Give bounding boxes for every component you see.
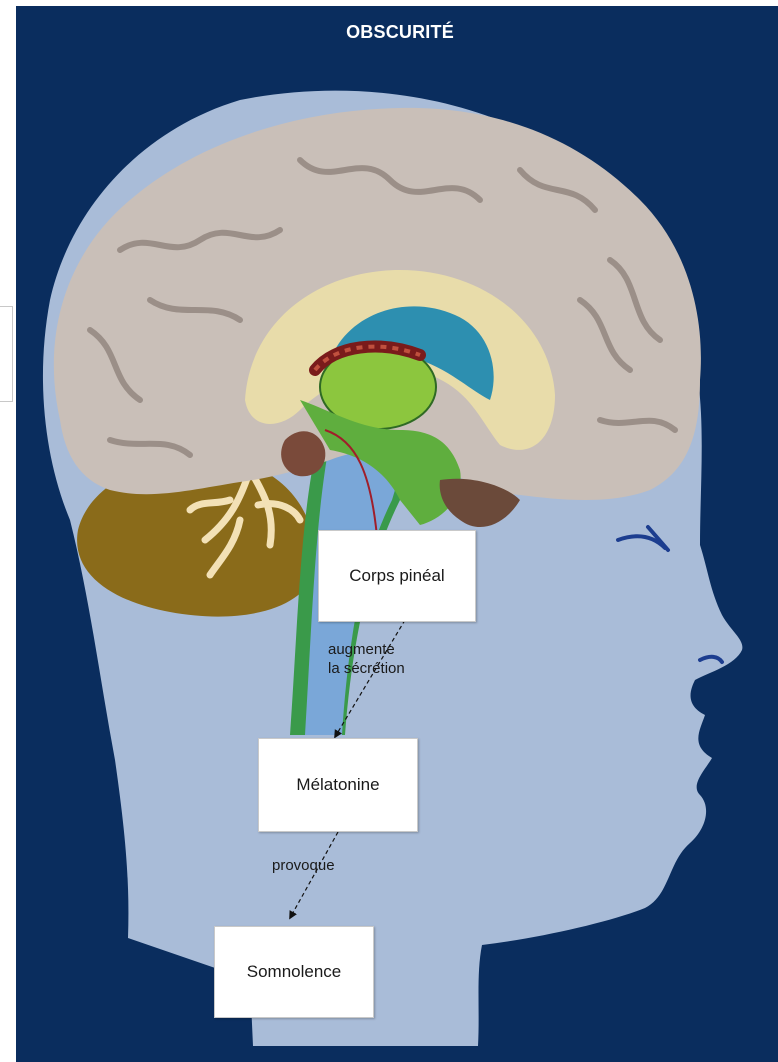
node-somnolence-label: Somnolence	[247, 962, 342, 982]
edge-label-provoque: provoque	[272, 856, 335, 875]
node-melatonine: Mélatonine	[258, 738, 418, 832]
edge-label-augmente: augmente la sécrétion	[328, 640, 405, 678]
node-corps-pineal: Corps pinéal	[318, 530, 476, 622]
pineal-region	[281, 431, 325, 476]
edge-label-augmente-line2: la sécrétion	[328, 659, 405, 678]
diagram-title: OBSCURITÉ	[300, 22, 500, 43]
node-corps-pineal-label: Corps pinéal	[349, 566, 444, 586]
node-somnolence: Somnolence	[214, 926, 374, 1018]
edge-label-augmente-line1: augmente	[328, 640, 405, 659]
node-melatonine-label: Mélatonine	[296, 775, 379, 795]
